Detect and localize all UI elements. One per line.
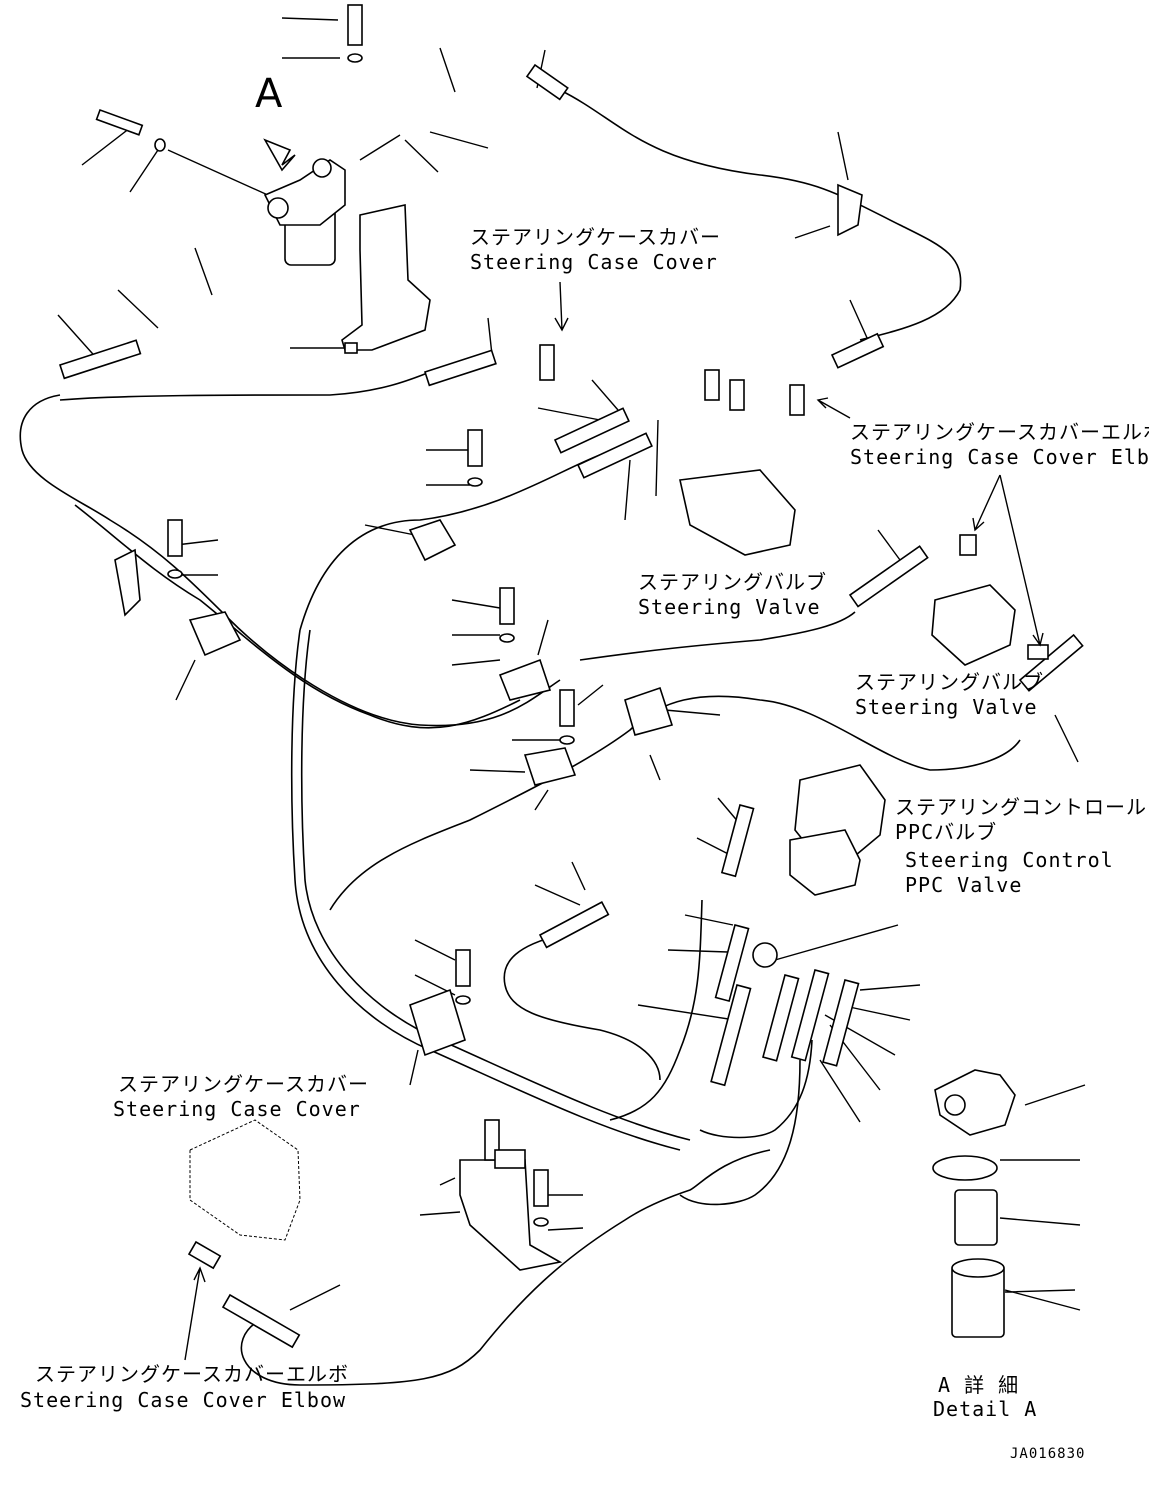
label-ppc-en-2: PPC Valve	[905, 873, 1023, 897]
label-detail-en: Detail A	[933, 1397, 1038, 1421]
bracket-lower	[459, 1119, 563, 1271]
filter-housing	[263, 138, 346, 266]
label-case-cover-left-en: Steering Case Cover	[113, 1097, 361, 1121]
label-case-cover-left-ja: ステアリングケースカバー	[118, 1072, 369, 1096]
label-case-cover-top-ja: ステアリングケースカバー	[470, 225, 721, 249]
pipe-runs	[19, 89, 1021, 1386]
label-ppc-en-1: Steering Control	[905, 848, 1114, 872]
bracket-top	[341, 204, 431, 354]
drawing-code: JA016830	[1010, 1446, 1086, 1462]
leader-lines	[57, 17, 1086, 1311]
label-valve-center-en: Steering Valve	[638, 595, 821, 619]
label-ppc-ja-1: ステアリングコントロール	[895, 795, 1147, 819]
label-valve-right-ja: ステアリングバルブ	[855, 670, 1044, 694]
label-elbow-right-ja: ステアリングケースカバーエルボ	[850, 420, 1149, 444]
indicator-arrows	[184, 281, 1044, 1361]
label-valve-center-ja: ステアリングバルブ	[638, 570, 827, 594]
label-detail-ja: A 詳 細	[938, 1373, 1020, 1397]
hose-fittings	[58, 63, 1084, 1349]
label-elbow-left-en: Steering Case Cover Elbow	[20, 1388, 347, 1412]
detail-a-parts	[932, 1069, 1016, 1338]
elbow-fittings	[539, 344, 1049, 660]
clamps	[114, 183, 863, 1057]
bolts-and-washers	[95, 4, 575, 1227]
label-elbow-left-ja: ステアリングケースカバーエルボ	[35, 1362, 349, 1386]
steering-valves	[679, 469, 1016, 666]
label-elbow-right-en: Steering Case Cover Elbow	[850, 445, 1149, 469]
case-cover-lower-left	[187, 1119, 301, 1270]
label-case-cover-top-en: Steering Case Cover	[470, 250, 718, 274]
label-valve-right-en: Steering Valve	[855, 695, 1038, 719]
ppc-valve	[710, 764, 886, 1087]
label-ppc-ja-2: PPCバルブ	[895, 820, 998, 844]
view-marker-a: A	[255, 71, 284, 117]
